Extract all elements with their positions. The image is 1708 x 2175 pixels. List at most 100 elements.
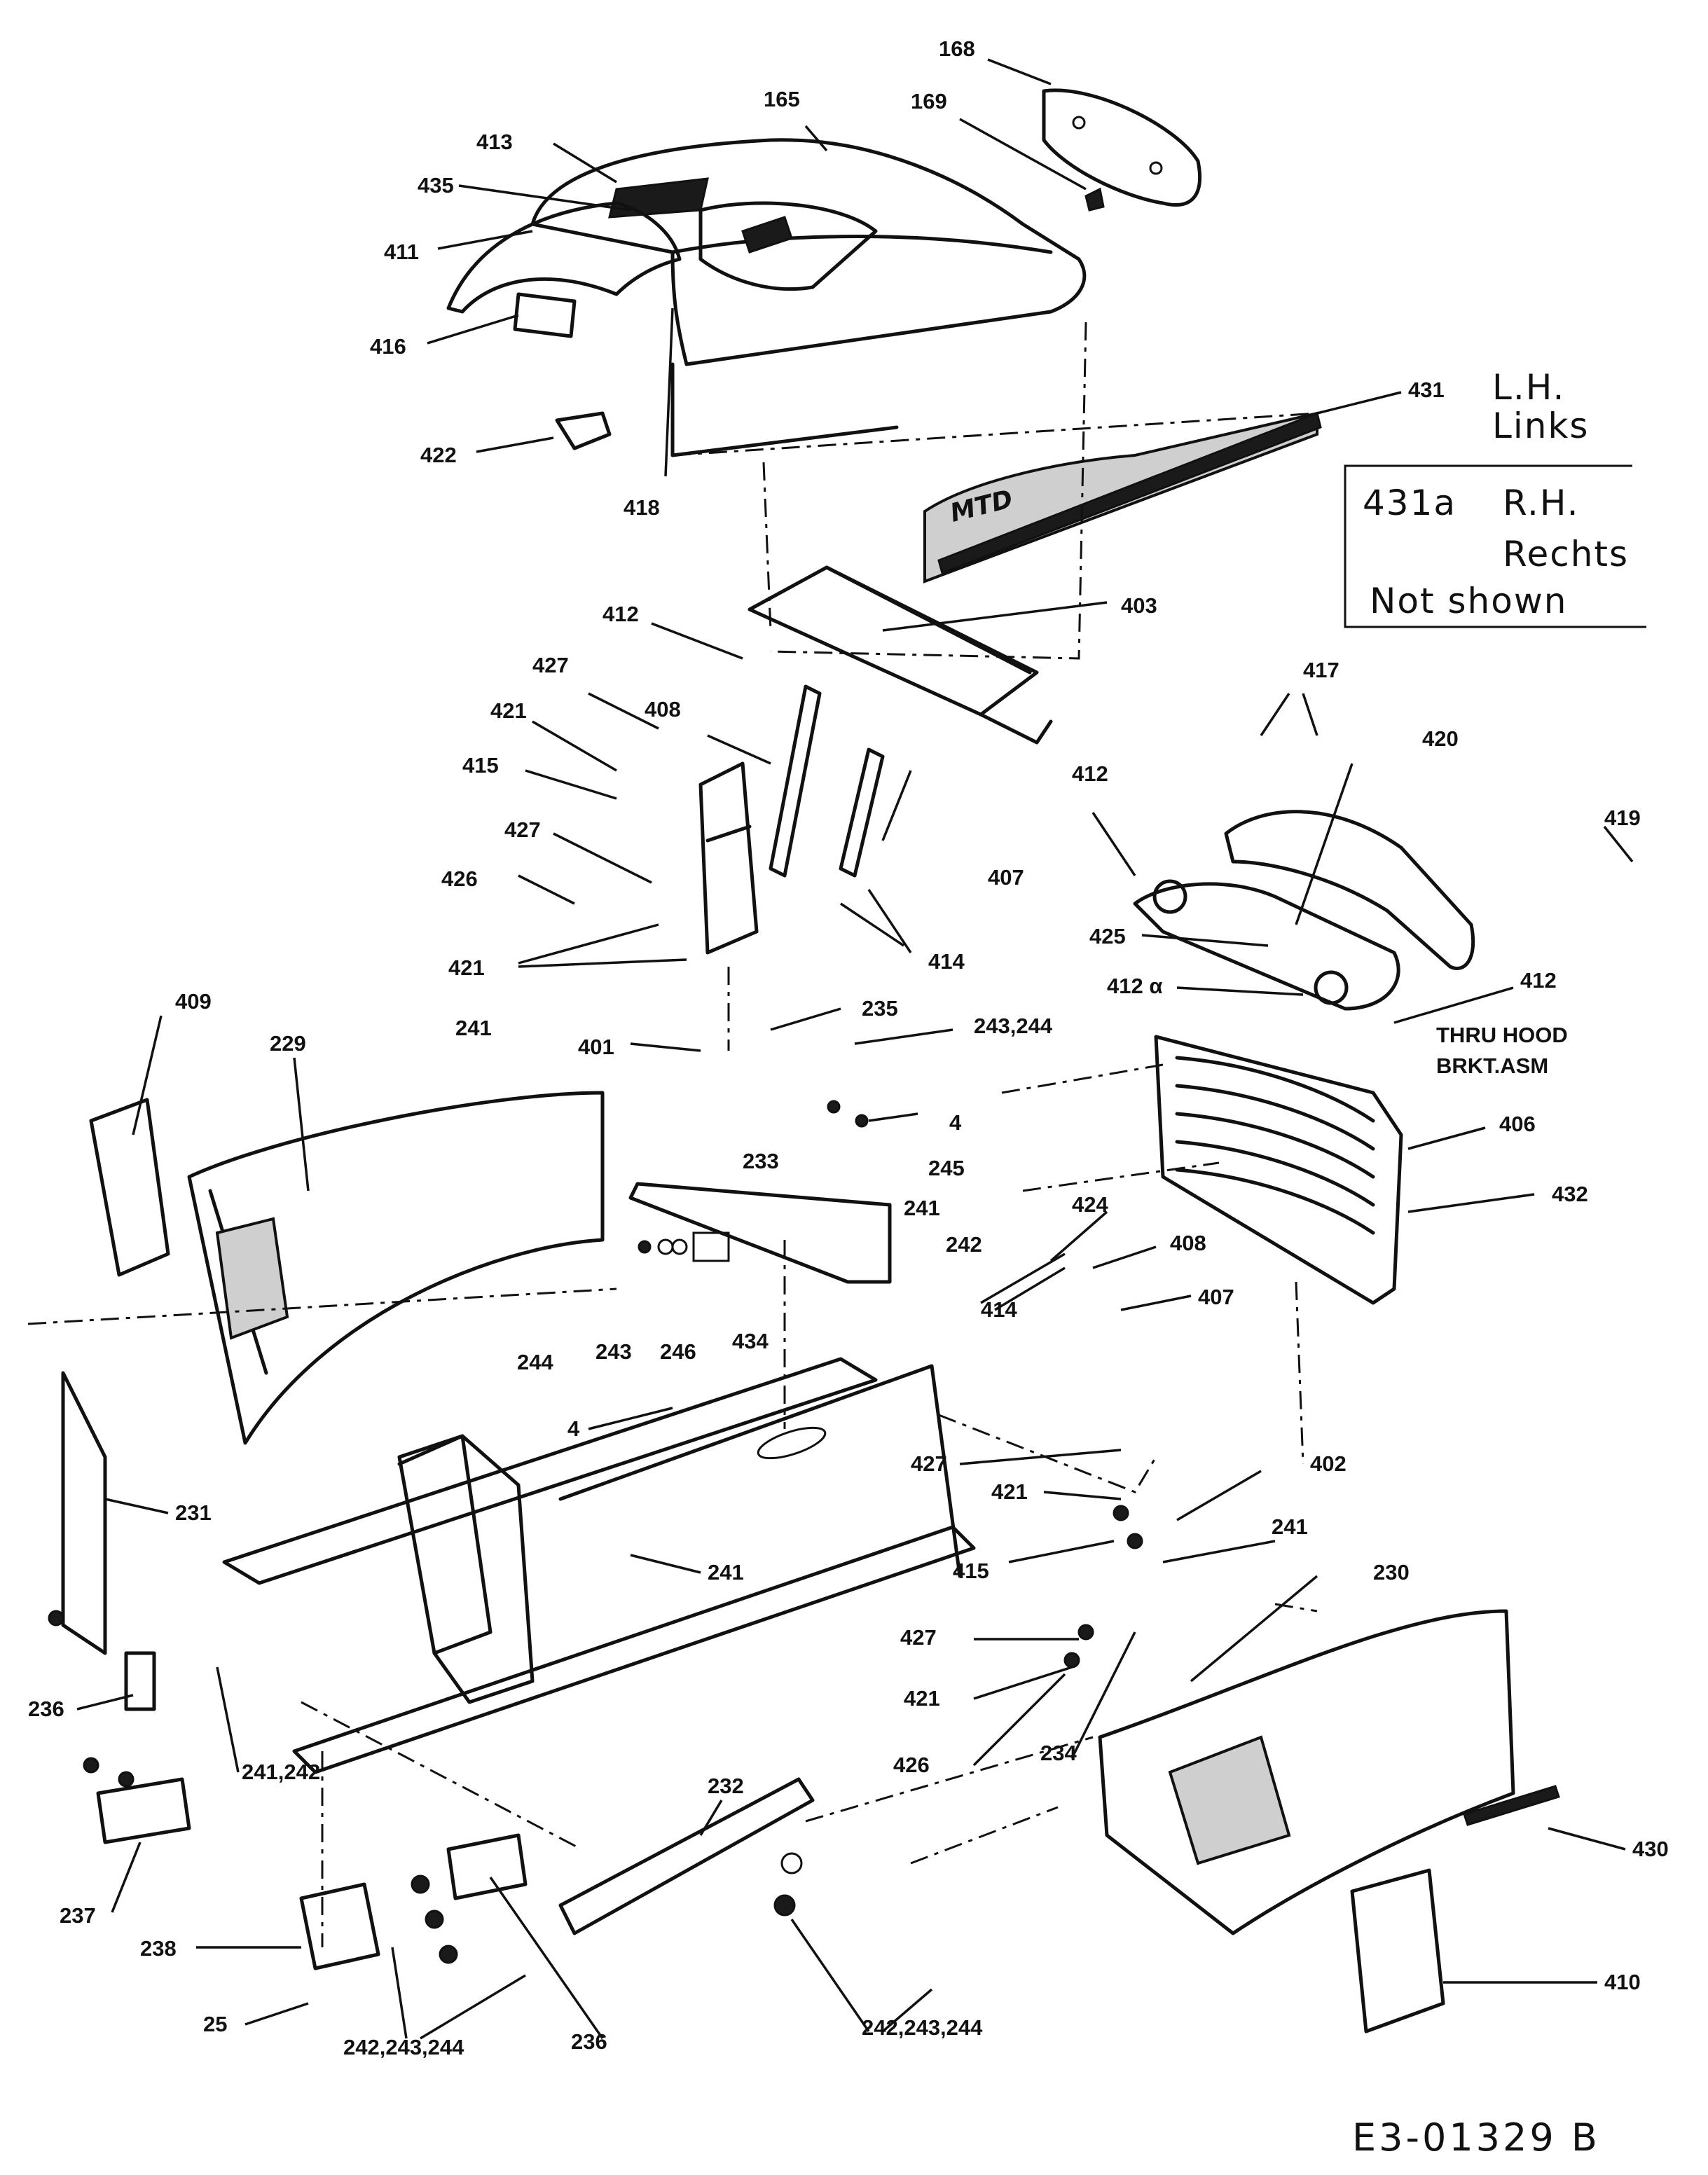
- callout-410: 410: [1604, 1970, 1641, 1994]
- callout-425: 425: [1089, 924, 1126, 948]
- document-number: E3-01329 B: [1352, 2115, 1600, 2160]
- callout-241-d: 241: [1272, 1514, 1308, 1539]
- callout-427-c: 427: [911, 1451, 947, 1476]
- side-panel-229: [187, 1091, 605, 1445]
- hood-latch: [555, 411, 612, 450]
- note-lh-line2: Links: [1492, 406, 1589, 446]
- retainer-clip-169: [1084, 187, 1105, 212]
- callout-411: 411: [384, 240, 419, 264]
- side-panel-230: [1098, 1609, 1515, 1935]
- side-notes: L.H. Links 431a R.H. Rechts Not shown TH…: [1344, 367, 1646, 1078]
- callout-419: 419: [1604, 806, 1641, 830]
- hinge-bracket-401: [698, 761, 759, 955]
- callout-242-243-244-right: 242,243,244: [862, 2015, 983, 2040]
- callout-169: 169: [911, 89, 947, 113]
- callout-417: 417: [1303, 658, 1339, 682]
- callout-408-left: 408: [645, 697, 681, 721]
- callout-415-b: 415: [953, 1559, 989, 1583]
- assembly-guide-lines: [27, 322, 1318, 1947]
- callout-427-d: 427: [900, 1625, 937, 1650]
- bottom-panel-232: [558, 1777, 815, 1935]
- callout-422: 422: [420, 443, 457, 467]
- callout-409: 409: [175, 989, 212, 1014]
- callout-243: 243: [595, 1339, 632, 1364]
- note-rh-code: 431a: [1363, 483, 1456, 523]
- bracket-237: [96, 1777, 191, 1844]
- callout-414-b: 414: [981, 1297, 1017, 1322]
- callout-427-b: 427: [504, 817, 541, 842]
- decal-stripe-431: [937, 411, 1322, 574]
- axle-plate-233: [628, 1182, 892, 1284]
- callout-237: 237: [60, 1903, 96, 1928]
- side-bracket-409: [89, 1098, 170, 1277]
- fastener-set: [48, 1100, 1143, 1964]
- callout-234: 234: [1040, 1741, 1077, 1765]
- hood-bracket-417: [1224, 810, 1475, 970]
- callout-232: 232: [708, 1774, 744, 1798]
- callout-412-lower: 412: [1520, 968, 1557, 993]
- callout-4-upper: 4: [949, 1110, 962, 1135]
- dash-panel-168: [1042, 88, 1202, 207]
- callout-406: 406: [1499, 1112, 1536, 1136]
- callout-412-top: 412: [602, 602, 639, 626]
- callout-403: 403: [1121, 593, 1157, 618]
- callout-230: 230: [1373, 1560, 1410, 1584]
- callout-236-left: 236: [28, 1697, 64, 1721]
- note-lh-line1: L.H.: [1492, 367, 1565, 408]
- callout-431: 431: [1408, 378, 1445, 402]
- callout-430: 430: [1632, 1837, 1669, 1861]
- hood-assembly: MTD: [446, 88, 1322, 584]
- callout-229: 229: [270, 1031, 306, 1056]
- callout-242-243-244-left: 242,243,244: [343, 2035, 464, 2059]
- callout-407-right: 407: [1198, 1285, 1234, 1309]
- note-rh-line2: Rechts: [1503, 534, 1629, 574]
- callout-242: 242: [946, 1232, 982, 1257]
- hood-lens-bracket: [513, 292, 577, 338]
- note-thru-hood-line1: THRU HOOD: [1436, 1023, 1568, 1047]
- callout-432: 432: [1552, 1182, 1588, 1206]
- callout-241-c: 241: [708, 1560, 744, 1584]
- callout-415-a: 415: [462, 753, 499, 778]
- callout-246: 246: [660, 1339, 696, 1364]
- note-thru-hood-line2: BRKT.ASM: [1436, 1054, 1548, 1078]
- decal-430: [1463, 1785, 1560, 1826]
- note-rh-box: [1344, 464, 1646, 628]
- callout-427-a: 427: [532, 653, 569, 677]
- side-bracket-410: [1350, 1868, 1445, 2034]
- headlight-assembly-420: [1133, 882, 1400, 1011]
- callout-412-alpha: 412 α: [1107, 974, 1162, 998]
- bracket-236-right: [446, 1833, 528, 1900]
- callout-418: 418: [624, 495, 660, 520]
- callout-426-b: 426: [893, 1753, 930, 1777]
- hinge-408-left: [769, 684, 822, 878]
- callout-412-right: 412: [1072, 761, 1108, 786]
- callout-434: 434: [732, 1329, 769, 1353]
- leader-lines: [76, 58, 1634, 2040]
- callout-235: 235: [862, 996, 898, 1021]
- callout-168: 168: [939, 36, 975, 61]
- callout-245: 245: [928, 1156, 965, 1180]
- callout-421-a: 421: [490, 698, 527, 723]
- callout-4-lower: 4: [567, 1416, 580, 1441]
- callout-243-244: 243,244: [974, 1014, 1053, 1038]
- note-rh-line3: Not shown: [1370, 581, 1567, 621]
- steering-tower: [397, 1434, 535, 1704]
- callout-421-c: 421: [991, 1479, 1028, 1504]
- callout-165: 165: [764, 87, 800, 111]
- callout-407-left: 407: [988, 865, 1024, 890]
- callout-241-a: 241: [455, 1016, 492, 1040]
- callout-435: 435: [418, 173, 454, 198]
- callout-413: 413: [476, 130, 513, 154]
- callout-401: 401: [578, 1035, 614, 1059]
- callout-414-a: 414: [928, 949, 965, 974]
- callout-241-242: 241,242: [242, 1760, 320, 1784]
- hood-front-panel: [446, 201, 682, 314]
- callout-231: 231: [175, 1500, 212, 1525]
- callout-424: 424: [1072, 1192, 1108, 1217]
- callout-236-right: 236: [571, 2029, 607, 2054]
- support-231: [61, 1371, 107, 1655]
- callout-241-b: 241: [904, 1196, 940, 1220]
- callout-421-d: 421: [904, 1686, 940, 1711]
- bracket-238: [299, 1882, 380, 1970]
- bracket-236-left: [124, 1651, 156, 1711]
